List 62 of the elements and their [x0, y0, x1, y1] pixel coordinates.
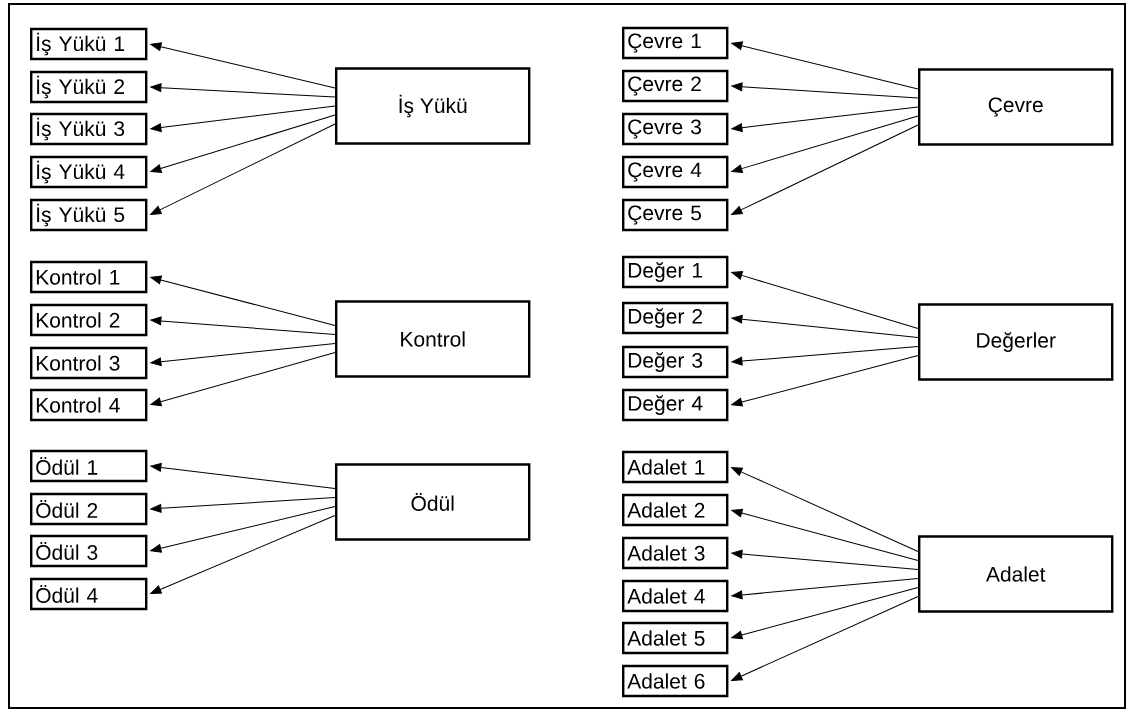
item-box: Ödül 1: [30, 449, 148, 483]
item-box: Çevre 2: [622, 69, 729, 103]
arrow: [731, 314, 919, 338]
arrow: [150, 515, 336, 594]
item-box: Çevre 4: [622, 155, 729, 189]
category-box: Çevre: [918, 68, 1114, 146]
item-box: İş Yükü 5: [30, 198, 148, 232]
arrow: [731, 271, 919, 329]
arrow: [150, 114, 336, 173]
arrow: [731, 355, 919, 407]
arrow: [150, 275, 336, 326]
item-box: Çevre 5: [622, 198, 729, 232]
item-box: Değer 2: [622, 301, 729, 335]
item-box: Adalet 2: [622, 493, 729, 527]
item-box: Kontrol 1: [30, 260, 148, 294]
arrow: [150, 83, 336, 98]
item-box: Çevre 3: [622, 112, 729, 146]
arrow: [150, 497, 336, 513]
category-box: Adalet: [918, 535, 1114, 613]
arrow: [731, 578, 919, 600]
arrow: [150, 463, 336, 489]
item-box: Adalet 4: [622, 579, 729, 613]
category-box: İş Yükü: [335, 67, 531, 145]
item-box: İş Yükü 4: [30, 155, 148, 189]
category-box: Değerler: [918, 303, 1114, 381]
arrow: [731, 106, 919, 133]
item-box: Adalet 6: [622, 664, 729, 698]
item-box: Kontrol 3: [30, 346, 148, 380]
item-box: Adalet 3: [622, 536, 729, 570]
item-box: Kontrol 2: [30, 303, 148, 337]
arrow: [150, 352, 336, 407]
arrow: [150, 506, 336, 553]
item-box: Adalet 1: [622, 450, 729, 484]
category-box: Kontrol: [335, 300, 531, 378]
item-box: Kontrol 4: [30, 388, 148, 422]
arrow: [731, 346, 919, 366]
category-box: Ödül: [335, 463, 531, 541]
arrow: [731, 587, 919, 640]
arrow: [150, 123, 336, 215]
item-box: İş Yükü 2: [30, 70, 148, 104]
arrow: [731, 508, 919, 561]
arrow: [731, 549, 919, 570]
item-box: Değer 4: [622, 388, 729, 422]
item-box: Adalet 5: [622, 621, 729, 655]
arrow: [150, 42, 336, 89]
item-box: Değer 3: [622, 345, 729, 379]
arrow: [731, 124, 919, 215]
item-box: Ödül 4: [30, 577, 148, 611]
arrow: [731, 467, 919, 552]
arrow: [150, 316, 336, 335]
item-box: Ödül 3: [30, 534, 148, 568]
item-box: Ödül 2: [30, 492, 148, 526]
arrow: [731, 82, 919, 99]
arrow: [731, 596, 919, 681]
item-box: Değer 1: [622, 255, 729, 289]
arrow: [150, 343, 336, 367]
arrow: [731, 115, 919, 173]
item-box: İş Yükü 3: [30, 112, 148, 146]
item-box: Çevre 1: [622, 26, 729, 60]
arrow: [150, 105, 336, 132]
item-box: İş Yükü 1: [30, 27, 148, 61]
arrow: [731, 41, 919, 90]
